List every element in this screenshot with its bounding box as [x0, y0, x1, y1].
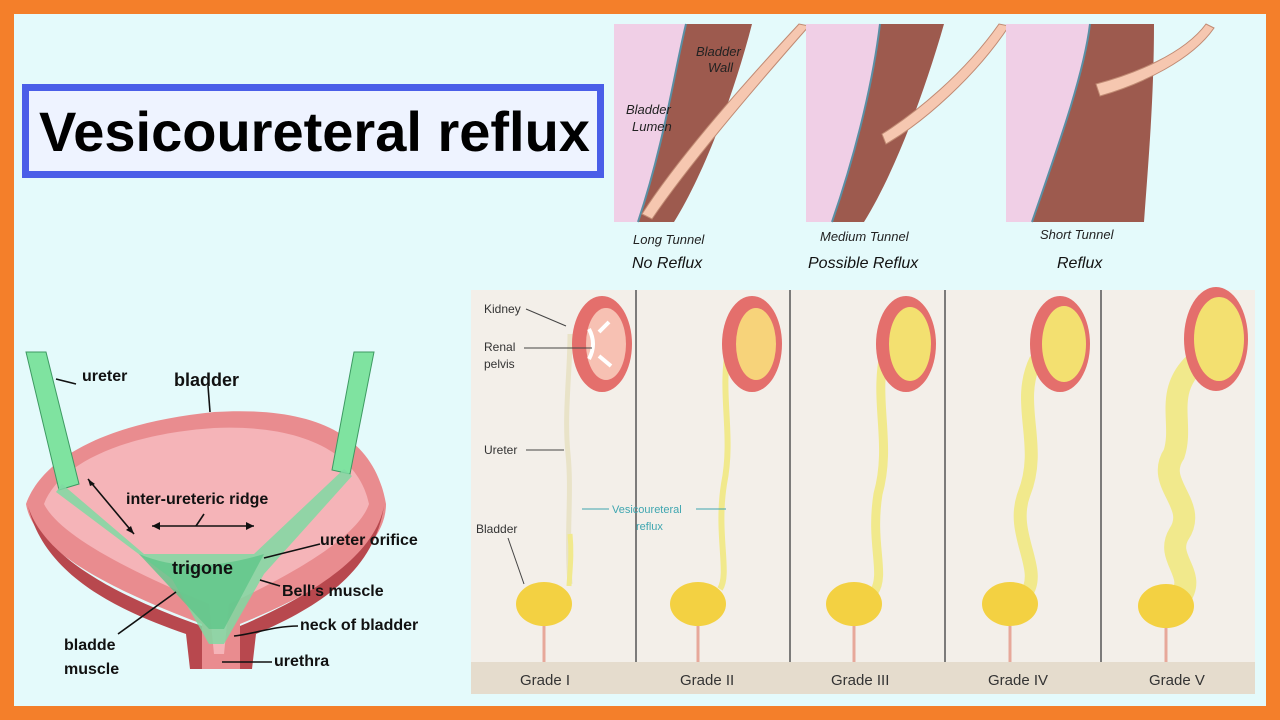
renal-pelvis-label-1: Renal [484, 340, 515, 354]
grade-4-illustration [982, 296, 1090, 662]
grade-label-4: Grade IV [988, 672, 1048, 689]
tunnel-diagram-short [1006, 23, 1215, 223]
anatomy-muscle-label-1: bladde [64, 637, 116, 654]
result-label-long: No Reflux [632, 255, 703, 272]
grade-label-2: Grade II [680, 672, 734, 689]
grade-3-illustration [826, 296, 936, 662]
grade-2-illustration [670, 296, 782, 662]
bladder-lumen-label-1: Bladder [626, 102, 671, 117]
anatomy-ridge-label: inter-ureteric ridge [126, 491, 268, 508]
grade-5-illustration [1138, 287, 1248, 662]
illustration-canvas: Bladder Wall Bladder Lumen Long Tunnel N… [25, 23, 1255, 694]
anatomy-neck-label: neck of bladder [300, 617, 418, 634]
anatomy-bells-label: Bell's muscle [282, 583, 384, 600]
tunnel-label-long: Long Tunnel [633, 232, 705, 247]
vesicoureteral-reflux-label-1: Vesicoureteral [612, 504, 682, 516]
tunnel-diagram-long [614, 23, 810, 223]
renal-pelvis-label-2: pelvis [484, 357, 515, 371]
tunnel-label-short: Short Tunnel [1040, 227, 1115, 242]
tunnel-label-medium: Medium Tunnel [820, 229, 910, 244]
grade-1-illustration [516, 296, 632, 662]
bladder-label: Bladder [476, 522, 517, 536]
infographic-frame: Vesicoureteral reflux Bladder Wall Bladd… [14, 14, 1266, 706]
bladder-wall-label-2: Wall [708, 60, 734, 75]
anatomy-trigone-label: trigone [172, 558, 233, 578]
grades-label-strip [471, 662, 1255, 694]
ureter-label: Ureter [484, 443, 517, 457]
kidney-label: Kidney [484, 302, 521, 316]
page-title: Vesicoureteral reflux [39, 100, 590, 163]
result-label-short: Reflux [1057, 255, 1103, 272]
title-box: Vesicoureteral reflux [22, 84, 604, 178]
tunnel-diagram-medium [806, 23, 1010, 223]
anatomy-muscle-label-2: muscle [64, 661, 119, 678]
anatomy-urethra-label: urethra [274, 653, 329, 670]
bladder-lumen-label-2: Lumen [632, 119, 672, 134]
anatomy-orifice-label: ureter orifice [320, 532, 418, 549]
bladder-wall-label-1: Bladder [696, 44, 741, 59]
anatomy-ureter-label: ureter [82, 368, 127, 385]
grade-label-3: Grade III [831, 672, 889, 689]
grade-label-5: Grade V [1149, 672, 1205, 689]
grade-label-1: Grade I [520, 672, 570, 689]
result-label-medium: Possible Reflux [808, 255, 919, 272]
bladder-anatomy [25, 351, 386, 669]
vesicoureteral-reflux-label-2: reflux [636, 521, 663, 533]
anatomy-bladder-label: bladder [174, 370, 239, 390]
